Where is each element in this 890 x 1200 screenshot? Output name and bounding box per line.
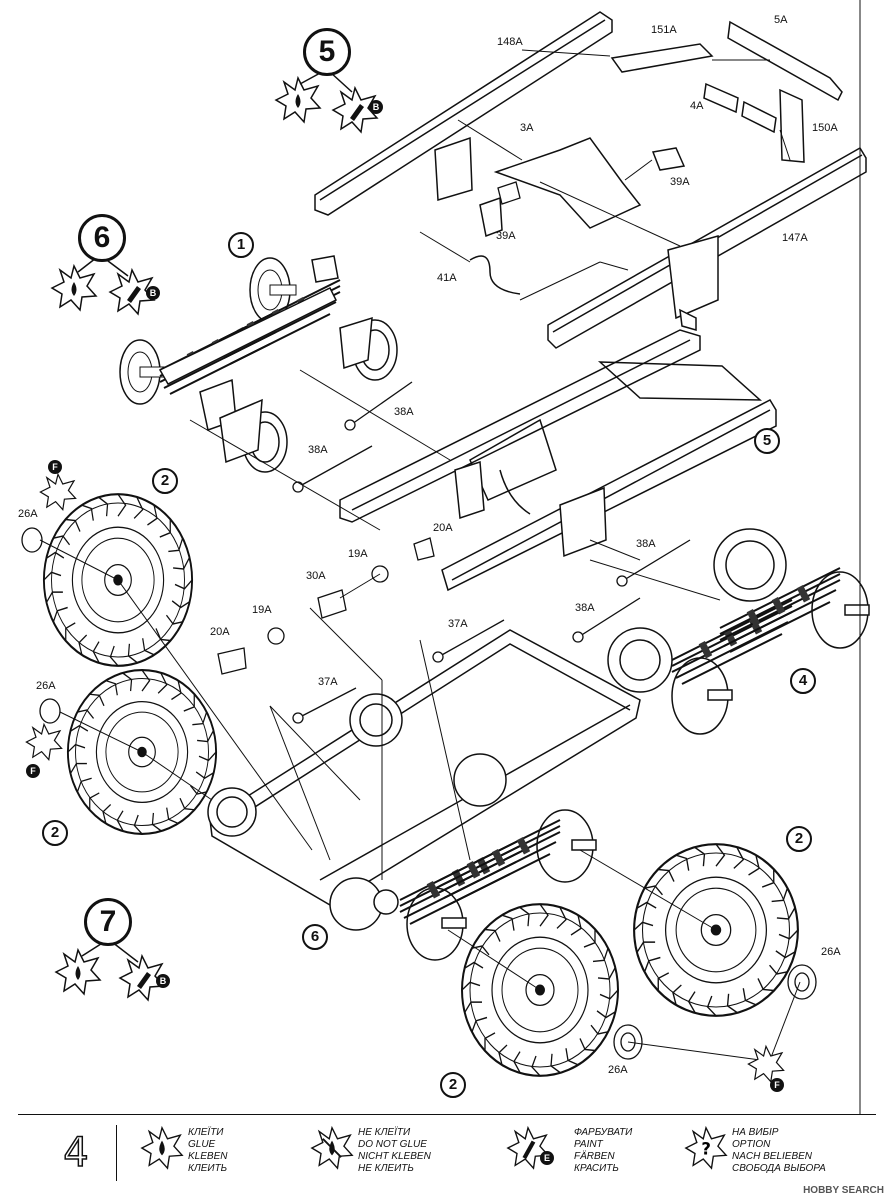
page-number: 4: [36, 1125, 117, 1181]
chassis-frame: [339, 329, 777, 592]
paint-icon: [507, 1127, 549, 1169]
part-label-19A: 19A: [348, 548, 368, 560]
legend-bar: 4 КЛЕЇТИ GLUE KLEBEN КЛЕИТЬ НЕ КЛЕЇТИ DO…: [18, 1114, 876, 1189]
part-label-26A: 26A: [18, 508, 38, 520]
part-label-26A: 26A: [36, 680, 56, 692]
part-label-30A: 30A: [306, 570, 326, 582]
sub-step-5: 5: [754, 428, 780, 454]
paint-badge: B: [156, 974, 170, 988]
upper-frame-parts: [314, 11, 867, 349]
part-label-26A: 26A: [608, 1064, 628, 1076]
sub-step-1: 1: [228, 232, 254, 258]
watermark: HOBBY SEARCH: [803, 1185, 884, 1196]
part-label-37A: 37A: [448, 618, 468, 630]
part-label-38A: 38A: [308, 444, 328, 456]
step-number-5: 5: [303, 28, 351, 76]
sub-step-6: 6: [302, 924, 328, 950]
part-label-3A: 3A: [520, 122, 534, 134]
option-badge: F: [770, 1078, 784, 1092]
legend-glue: КЛЕЇТИ GLUE KLEBEN КЛЕИТЬ: [140, 1123, 227, 1178]
option-badge: F: [48, 460, 62, 474]
sub-step-2: 2: [152, 468, 178, 494]
part-label-150A: 150A: [812, 122, 838, 134]
part-label-39A: 39A: [496, 230, 516, 242]
part-label-148A: 148A: [497, 36, 523, 48]
part-label-38A: 38A: [575, 602, 595, 614]
rear-bogie-assembly: [607, 528, 870, 735]
part-label-39A: 39A: [670, 176, 690, 188]
step-number-7: 7: [84, 898, 132, 946]
glue-icon: [141, 1127, 183, 1169]
legend-option: ? НА ВИБІР OPTION NACH BELIEBEN СВОБОДА …: [684, 1123, 826, 1178]
sub-step-2: 2: [440, 1072, 466, 1098]
option-badge: F: [26, 764, 40, 778]
part-label-20A: 20A: [210, 626, 230, 638]
paint-badge: E: [540, 1151, 554, 1165]
part-label-147A: 147A: [782, 232, 808, 244]
part-label-5A: 5A: [774, 14, 788, 26]
front-axle-assembly: [119, 255, 398, 473]
step-number-6: 6: [78, 214, 126, 262]
part-label-41A: 41A: [437, 272, 457, 284]
part-label-26A: 26A: [821, 946, 841, 958]
part-label-20A: 20A: [433, 522, 453, 534]
part-label-37A: 37A: [318, 676, 338, 688]
part-label-38A: 38A: [394, 406, 414, 418]
part-label-151A: 151A: [651, 24, 677, 36]
sub-step-4: 4: [790, 668, 816, 694]
sub-step-2: 2: [42, 820, 68, 846]
part-label-4A: 4A: [690, 100, 704, 112]
full-chassis: [207, 629, 641, 961]
svg-text:?: ?: [701, 1139, 711, 1158]
no-glue-icon: [311, 1127, 353, 1169]
sub-step-2: 2: [786, 826, 812, 852]
option-icon: ?: [685, 1127, 727, 1169]
legend-do-not-glue: НЕ КЛЕЇТИ DO NOT GLUE NICHT KLEBEN НЕ КЛ…: [310, 1123, 431, 1178]
part-label-38A: 38A: [636, 538, 656, 550]
part-label-19A: 19A: [252, 604, 272, 616]
legend-paint: E ФАРБУВАТИ PAINT FÄRBEN КРАСИТЬ: [506, 1123, 632, 1178]
paint-badge: B: [146, 286, 160, 300]
paint-badge: B: [369, 100, 383, 114]
